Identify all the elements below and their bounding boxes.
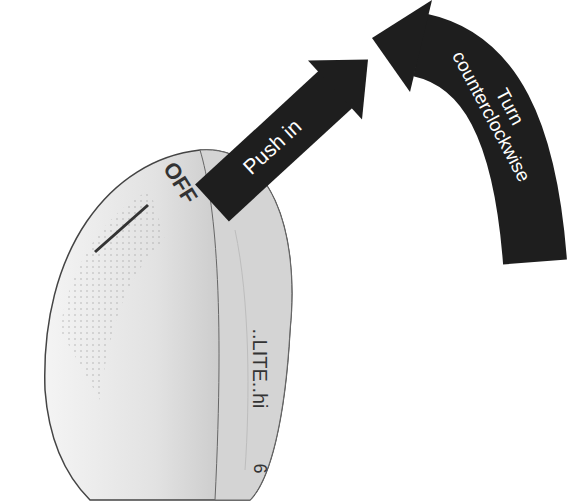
knob-body — [45, 150, 292, 500]
knob-edge — [235, 230, 248, 470]
knob-marking: 6 — [249, 463, 270, 473]
knob-texture — [60, 190, 165, 400]
push-arrow-shaft — [212, 88, 337, 203]
turn-arrow-head — [372, 0, 432, 92]
pointer-mark — [95, 205, 148, 252]
knob-marking: ..LITE..hi — [248, 328, 271, 408]
push-arrow-head — [308, 60, 368, 120]
